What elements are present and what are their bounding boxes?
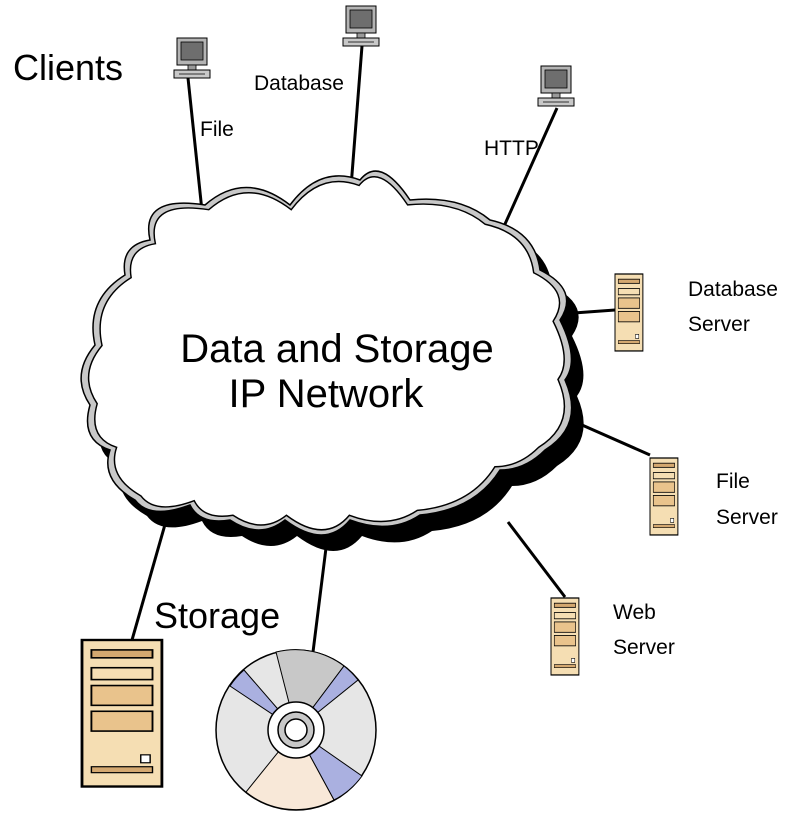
database-client-label: Database: [254, 72, 344, 95]
http-client-label: HTTP: [484, 137, 539, 160]
cloud-title-line2: IP Network: [229, 372, 425, 416]
clients-label: Clients: [13, 47, 123, 88]
web-server-label-line2: Server: [613, 636, 675, 659]
server-tower-icon: [614, 273, 644, 352]
database-server-label-line1: Database: [688, 278, 778, 301]
computer-icon: [342, 5, 380, 47]
computer-icon: [537, 65, 575, 107]
storage-label: Storage: [154, 595, 280, 636]
file-server-label-line1: File: [716, 470, 750, 493]
server-tower-icon: [550, 597, 580, 676]
network-cloud-icon: [80, 170, 584, 552]
computer-icon: [173, 37, 211, 79]
link-storage-disc: [311, 539, 329, 653]
link-web-server: [506, 521, 567, 598]
link-storage-tower: [130, 513, 170, 641]
link-file-server: [581, 423, 651, 457]
link-database-client: [348, 45, 364, 201]
storage-tower-icon: [80, 638, 164, 788]
file-client-label: File: [200, 118, 234, 141]
server-tower-icon: [649, 457, 679, 536]
file-server-label-line2: Server: [716, 506, 778, 529]
web-server-label-line1: Web: [613, 601, 656, 624]
cloud-title-line1: Data and Storage: [180, 327, 494, 371]
database-server-label-line2: Server: [688, 313, 750, 336]
optical-disc-icon: [215, 649, 377, 811]
